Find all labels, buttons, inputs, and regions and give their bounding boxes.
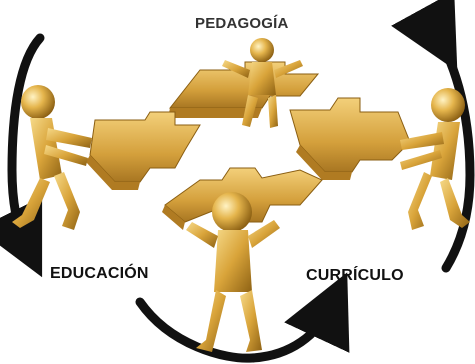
gold-figure-left (12, 85, 92, 230)
gold-figure-right (400, 88, 470, 230)
puzzle-pieces (86, 61, 411, 230)
gold-figure-icon (431, 88, 465, 122)
cycle-arrow-icon (135, 272, 350, 363)
gold-figure-top (222, 38, 303, 128)
puzzle-arrow-icon (89, 111, 201, 183)
label-pedagogia: PEDAGOGÍA (195, 15, 289, 32)
gold-figure-bottom (186, 192, 280, 352)
gold-figure-icon (250, 38, 274, 62)
label-educacion: EDUCACIÓN (50, 265, 149, 282)
gold-figure-icon (212, 192, 252, 232)
gold-figure-icon (21, 85, 55, 119)
label-curriculo: CURRÍCULO (306, 267, 404, 284)
cycle-arrow-icon (391, 0, 475, 273)
